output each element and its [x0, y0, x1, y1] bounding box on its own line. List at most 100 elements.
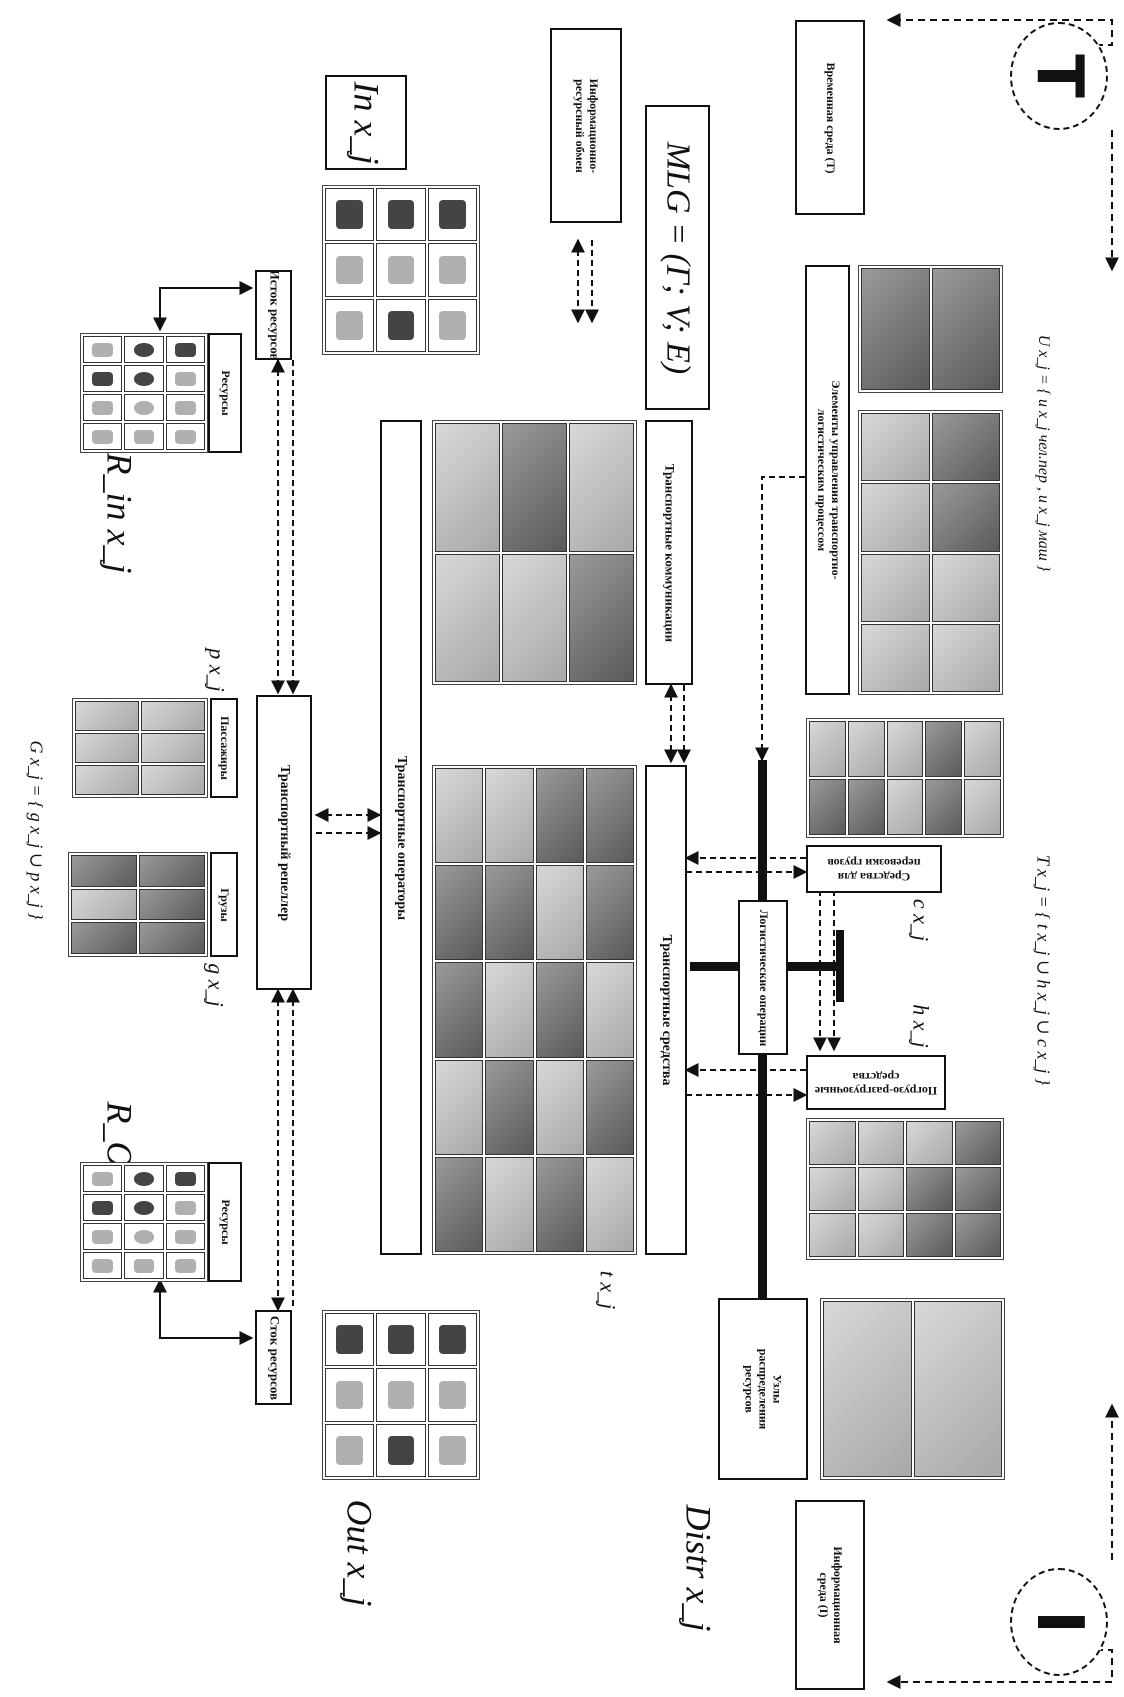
wheat-icon — [83, 394, 123, 421]
machine-photo — [931, 268, 1000, 390]
resources-icon-grid-bottom — [80, 1162, 208, 1282]
road-photo — [435, 423, 500, 552]
oil-drop-icon — [124, 1223, 164, 1250]
operator-icon — [861, 413, 930, 482]
operator-icon — [931, 413, 1000, 482]
highway-photo — [502, 423, 567, 552]
truck-icon — [585, 962, 634, 1058]
pipeline-photo — [585, 1156, 634, 1252]
factory-icon — [376, 188, 426, 242]
in-xj-label: In x_j — [325, 75, 407, 170]
resource-out-arrow — [153, 1278, 254, 1345]
railway-photo — [569, 553, 634, 682]
aircraft-icon — [435, 962, 484, 1058]
train-icon — [485, 865, 534, 961]
time-env-box: Временная среда (Т) — [795, 20, 865, 215]
info-symbol-icon: I — [1022, 1610, 1096, 1634]
control-link — [755, 476, 805, 762]
building-icon — [427, 1423, 477, 1477]
communications-photo-grid — [432, 420, 637, 685]
out-xj-label: Out x_j — [339, 1499, 380, 1606]
warehouse-photo — [823, 1301, 912, 1477]
cargo-label: Грузы — [210, 852, 238, 957]
operator-icon — [861, 623, 930, 692]
loading-means-photo-grid — [806, 1118, 1004, 1260]
train-icon — [435, 768, 484, 864]
rin-xj-label: R_in x_j — [78, 452, 160, 573]
operator-icon — [931, 483, 1000, 552]
oil-drop-icon — [124, 1194, 164, 1221]
wheat-icon — [124, 1252, 164, 1279]
resources-icon-grid-top — [80, 333, 208, 453]
stok-box: Сток ресурсов — [255, 1310, 292, 1405]
crane-icon — [809, 1167, 856, 1211]
oil-drop-icon — [83, 1194, 123, 1221]
distr-xj-label: Distr x_j — [678, 1503, 719, 1632]
g-xj-label: g x_j — [203, 963, 229, 1007]
train-icon — [585, 865, 634, 961]
container-icon — [925, 721, 963, 777]
operator-icon — [861, 553, 930, 622]
transport-means-photo-grid — [432, 765, 637, 1255]
passenger-photo — [141, 733, 205, 763]
crane-icon — [857, 1121, 904, 1165]
control-elements-box: Элементы управления транспортно-логистич… — [805, 265, 850, 695]
h-xj-label: h x_j — [908, 1003, 934, 1048]
wheat-icon — [165, 394, 205, 421]
oil-drop-icon — [124, 394, 164, 421]
transport-means-box: Транспортные средства — [645, 765, 687, 1255]
container-icon — [886, 721, 924, 777]
control-elements-photo-grid — [858, 410, 1003, 695]
rin-xj-text: R_in x_j — [99, 452, 140, 573]
factory-icon — [376, 1423, 426, 1477]
c-xj-label: c x_j — [908, 898, 934, 942]
building-icon — [376, 243, 426, 297]
gas-flame-icon — [83, 336, 123, 363]
resource-in-arrow — [153, 281, 254, 332]
logistics-spine-arm — [836, 930, 844, 1002]
building-icon — [325, 1368, 375, 1422]
transport-operators-box: Транспортные операторы — [380, 420, 422, 1255]
crane-icon — [954, 1167, 1001, 1211]
container-icon — [964, 721, 1001, 777]
passenger-photo — [75, 733, 139, 763]
warehouse-photo — [913, 1301, 1002, 1477]
container-icon — [847, 779, 885, 835]
train-icon — [435, 865, 484, 961]
building-icon — [427, 1368, 477, 1422]
wheat-icon — [165, 365, 205, 392]
container-icon — [71, 855, 137, 887]
istok-box: Исток ресурсов — [255, 270, 292, 360]
time-env-symbol: T — [1010, 22, 1108, 130]
crane-icon — [954, 1213, 1001, 1257]
crane-icon — [809, 1121, 856, 1165]
train-icon — [535, 768, 584, 864]
t-xj-label: t x_j — [595, 1270, 621, 1309]
factory-icon — [427, 1313, 477, 1367]
building-icon — [376, 1368, 426, 1422]
container-icon — [809, 721, 846, 777]
distribution-nodes-photo-grid — [820, 1298, 1005, 1480]
wheat-icon — [83, 1252, 123, 1279]
container-icon — [964, 779, 1001, 835]
field-photo — [435, 553, 500, 682]
operator-icon — [861, 483, 930, 552]
factory-icon — [325, 1313, 375, 1367]
train-icon — [485, 768, 534, 864]
factory-icon — [427, 188, 477, 242]
pipeline-photo — [485, 1156, 534, 1252]
stok-icon-grid — [322, 1310, 480, 1480]
passenger-photo — [141, 701, 205, 731]
mlg-formula-box: MLG = (Γ; V; E) — [645, 105, 710, 410]
container-icon — [71, 888, 137, 921]
transport-communications-box: Транспортные коммуникации — [645, 420, 693, 685]
tanker-icon — [535, 1059, 584, 1155]
passengers-photo-grid — [72, 698, 208, 798]
cargo-photo-grid — [68, 852, 208, 957]
train-icon — [585, 768, 634, 864]
operator-icon — [931, 553, 1000, 622]
fuel-pump-icon — [165, 336, 205, 363]
